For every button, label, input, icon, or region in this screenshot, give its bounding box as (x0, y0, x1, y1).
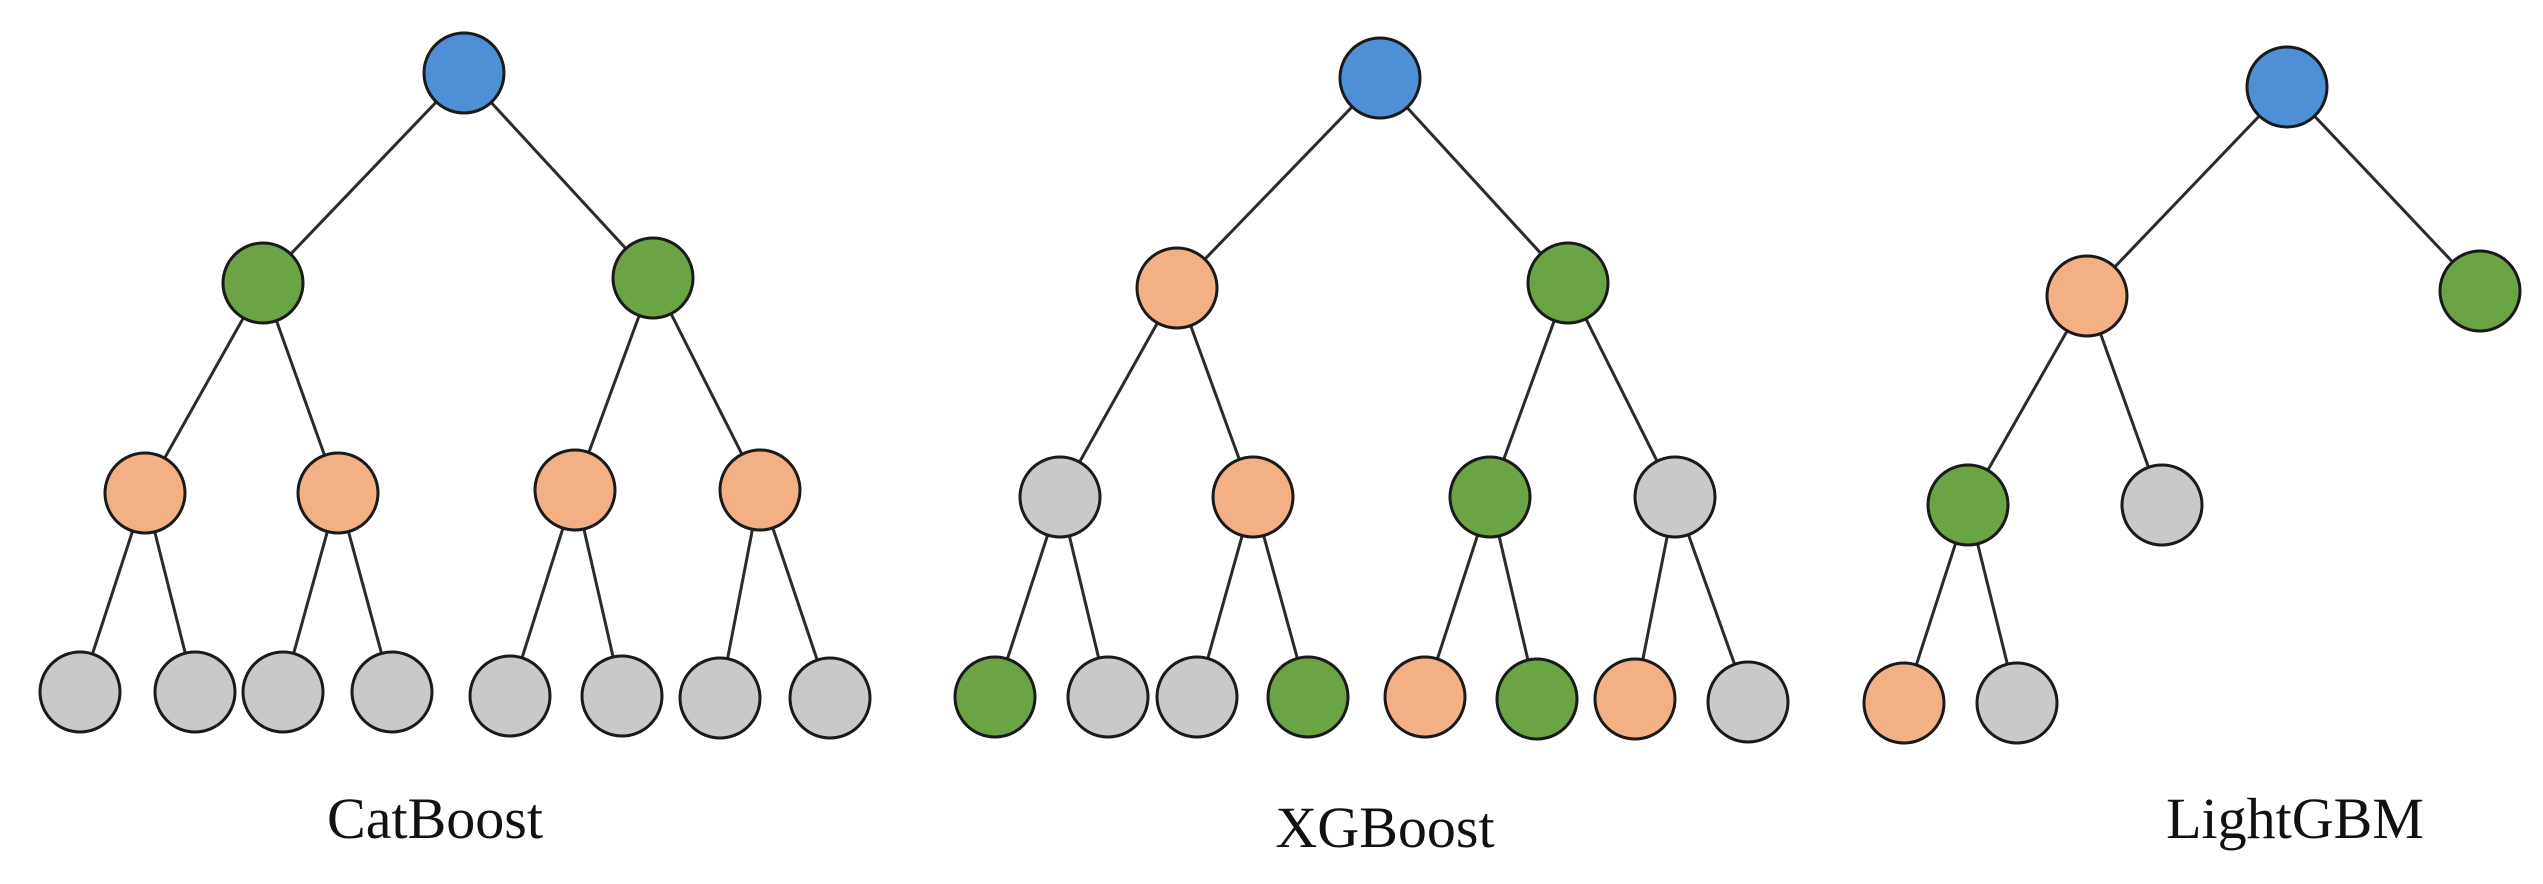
lightgbm-tree: LightGBM (1862, 45, 2522, 851)
xgboost-node-orange (1135, 246, 1219, 330)
xgboost-node-green (953, 655, 1037, 739)
xgboost-node-gray (1155, 655, 1239, 739)
xgboost-node-gray (1633, 455, 1717, 539)
lightgbm-node-orange (2045, 254, 2129, 338)
xgboost-node-green (1448, 455, 1532, 539)
xgboost-node-orange (1593, 657, 1677, 741)
catboost-node-blue (422, 31, 506, 115)
xgboost-node-orange (1383, 655, 1467, 739)
catboost-node-orange (533, 448, 617, 532)
xgboost-node-green (1266, 655, 1350, 739)
catboost-node-gray (580, 654, 664, 738)
xgboost-edge-n0-n2 (1378, 76, 1570, 285)
xgboost-node-blue (1338, 36, 1422, 120)
catboost-tree: CatBoost (38, 31, 872, 851)
xgboost-node-green (1495, 657, 1579, 741)
catboost-node-green (611, 236, 695, 320)
lightgbm-label: LightGBM (2166, 786, 2424, 851)
catboost-node-green (221, 241, 305, 325)
lightgbm-node-gray (2120, 463, 2204, 547)
catboost-node-gray (350, 650, 434, 734)
lightgbm-node-orange (1862, 661, 1946, 745)
catboost-node-orange (718, 448, 802, 532)
catboost-node-orange (296, 451, 380, 535)
catboost-node-gray (468, 654, 552, 738)
catboost-edge-n0-n2 (462, 71, 655, 280)
catboost-node-gray (678, 656, 762, 740)
lightgbm-edge-n0-n2 (2285, 85, 2482, 293)
lightgbm-edge-n0-n1 (2085, 85, 2289, 298)
xgboost-node-gray (1706, 660, 1790, 744)
catboost-node-gray (38, 650, 122, 734)
catboost-node-orange (103, 451, 187, 535)
xgboost-node-gray (1018, 455, 1102, 539)
xgboost-node-gray (1066, 655, 1150, 739)
catboost-edge-n0-n1 (261, 71, 466, 285)
lightgbm-node-green (2438, 249, 2522, 333)
xgboost-label: XGBoost (1275, 795, 1494, 860)
catboost-label: CatBoost (327, 786, 543, 851)
catboost-node-gray (153, 650, 237, 734)
lightgbm-node-gray (1975, 661, 2059, 745)
catboost-node-gray (788, 656, 872, 740)
xgboost-node-green (1526, 241, 1610, 325)
lightgbm-node-green (1926, 463, 2010, 547)
xgboost-tree: XGBoost (953, 36, 1790, 860)
xgboost-node-orange (1211, 455, 1295, 539)
xgboost-edge-n0-n1 (1175, 76, 1382, 290)
lightgbm-node-blue (2245, 45, 2329, 129)
catboost-node-gray (241, 650, 325, 734)
